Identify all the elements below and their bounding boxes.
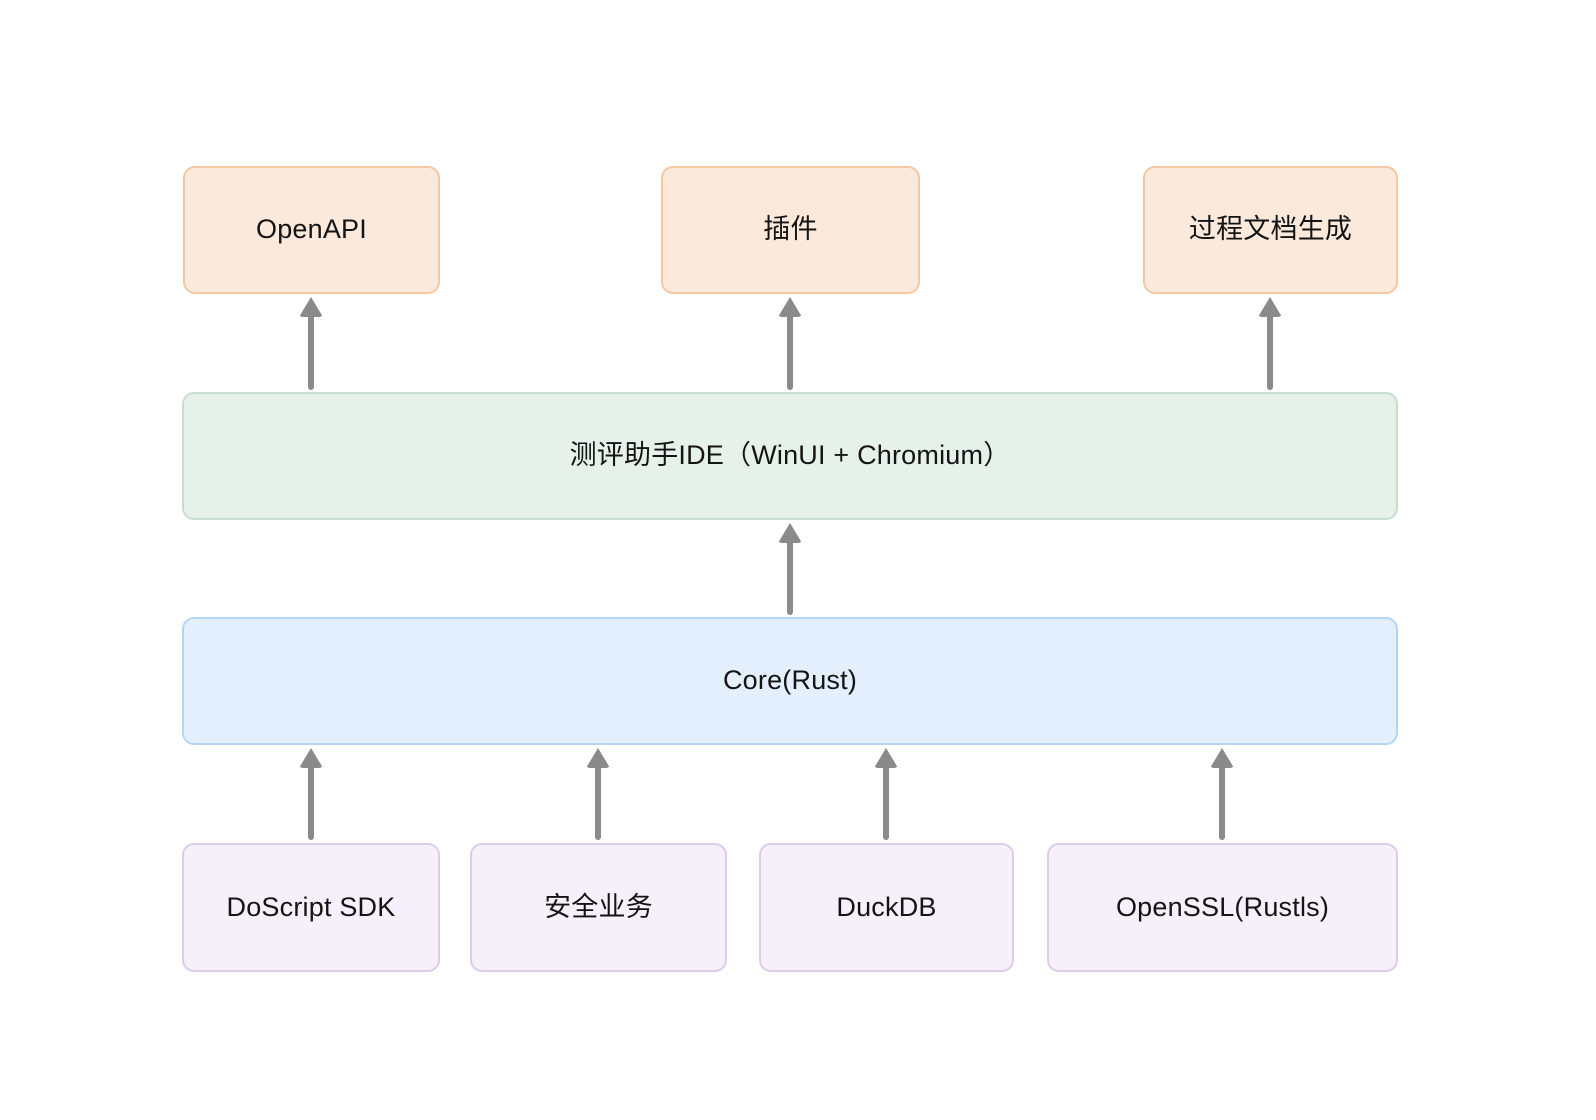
arrow-head-icon xyxy=(778,523,802,543)
arrow-head-icon xyxy=(1210,748,1234,768)
node-duckdb: DuckDB xyxy=(759,843,1014,972)
arrow-ide-to-openapi xyxy=(298,297,324,390)
arrow-stem xyxy=(883,764,889,840)
arrow-stem xyxy=(1219,764,1225,840)
arrow-core-to-ide xyxy=(777,523,803,615)
node-core-label: Core(Rust) xyxy=(722,665,858,696)
node-process-doc-generation: 过程文档生成 xyxy=(1143,166,1398,294)
node-openapi-label: OpenAPI xyxy=(256,214,367,245)
arrow-head-icon xyxy=(874,748,898,768)
node-core: Core(Rust) xyxy=(182,617,1398,745)
node-process-doc-generation-label: 过程文档生成 xyxy=(1188,214,1353,245)
arrow-stem xyxy=(1267,313,1273,390)
arrow-head-icon xyxy=(299,748,323,768)
node-security-business: 安全业务 xyxy=(470,843,727,972)
arrow-stem xyxy=(787,539,793,615)
arrow-security-business-to-core xyxy=(585,748,611,840)
arrow-duckdb-to-core xyxy=(873,748,899,840)
node-doscript-sdk: DoScript SDK xyxy=(182,843,440,972)
node-ide: 测评助手IDE（WinUI + Chromium） xyxy=(182,392,1398,520)
arrow-head-icon xyxy=(299,297,323,317)
node-security-business-label: 安全业务 xyxy=(544,891,653,922)
node-plugin-label: 插件 xyxy=(763,214,818,245)
node-duckdb-label: DuckDB xyxy=(836,891,937,922)
arrow-head-icon xyxy=(1258,297,1282,317)
arrow-ide-to-process-doc-generation xyxy=(1257,297,1283,390)
arrow-stem xyxy=(308,313,314,390)
arrow-stem xyxy=(787,313,793,390)
node-openssl-rustls: OpenSSL(Rustls) xyxy=(1047,843,1398,972)
node-ide-label: 测评助手IDE（WinUI + Chromium） xyxy=(569,440,1011,471)
arrow-head-icon xyxy=(778,297,802,317)
arrow-head-icon xyxy=(586,748,610,768)
node-plugin: 插件 xyxy=(661,166,920,294)
arrow-stem xyxy=(308,764,314,840)
arrow-doscript-sdk-to-core xyxy=(298,748,324,840)
node-doscript-sdk-label: DoScript SDK xyxy=(226,891,396,922)
node-openapi: OpenAPI xyxy=(183,166,440,294)
node-openssl-rustls-label: OpenSSL(Rustls) xyxy=(1115,891,1330,922)
arrow-stem xyxy=(595,764,601,840)
arrow-ide-to-plugin xyxy=(777,297,803,390)
arrow-openssl-rustls-to-core xyxy=(1209,748,1235,840)
